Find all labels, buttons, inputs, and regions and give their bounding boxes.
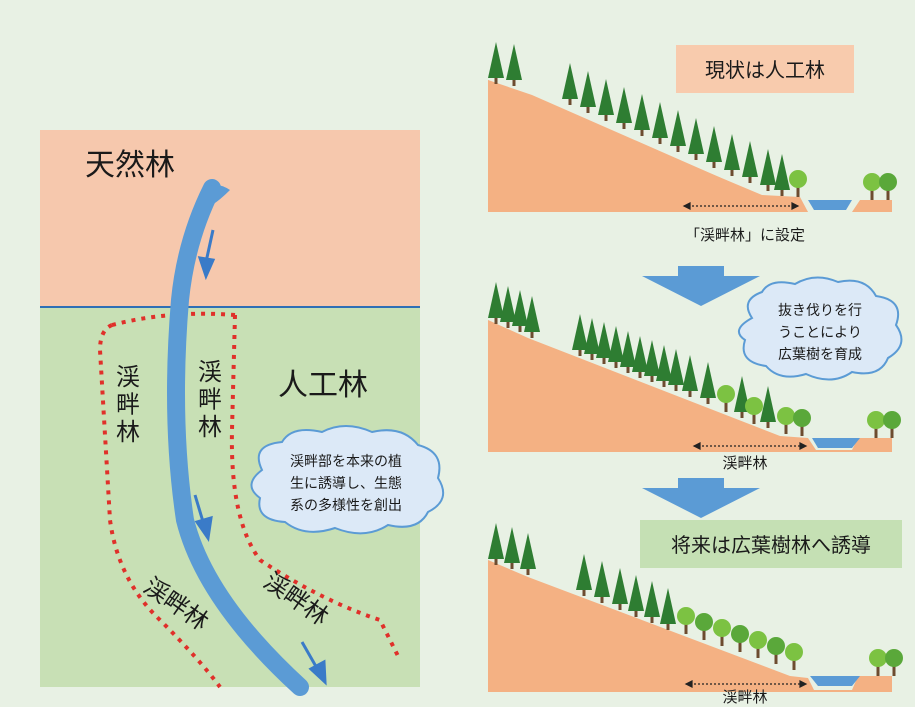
stage-thinning-stream (812, 438, 860, 448)
riparian-label-left: 渓畔林 (116, 363, 140, 446)
stage-thinning-cloud-line-1: 抜き伐りを行 (778, 303, 862, 319)
natural-forest-zone (40, 130, 420, 307)
stage-thinning-slope (488, 320, 892, 452)
stage-current-label-box (676, 45, 854, 93)
stage-future-slope (488, 560, 892, 692)
stage-future: 将来は広葉樹林へ誘導 渓畔林 (488, 520, 903, 706)
stage-future-extent (684, 680, 808, 688)
stage-current: 現状は人工林 「渓畔林」に設定 (488, 42, 897, 244)
stage-thinning-cloud: 抜き伐りを行 うことにより 広葉樹を育成 (737, 276, 903, 381)
riparian-boundary-left (97, 323, 222, 689)
stage-current-caption: 「渓畔林」に設定 (685, 226, 805, 244)
stage-current-extent (682, 202, 800, 210)
stage-thinning-cloud-line-2: うことにより (778, 325, 862, 341)
riparian-boundary-right (229, 314, 402, 661)
stage-future-caption: 渓畔林 (722, 688, 767, 706)
natural-forest-label: 天然林 (85, 148, 175, 183)
stage-current-stream (808, 200, 852, 210)
stage-future-label: 将来は広葉樹林へ誘導 (671, 533, 871, 557)
stage-current-slope-main (488, 80, 808, 212)
stage-arrow-2 (642, 478, 760, 518)
stage-future-stream (810, 676, 860, 686)
stage-current-label: 現状は人工林 (705, 58, 825, 82)
forest-map: 天然林 人工林 渓畔林 渓畔林 渓畔林 渓畔林 渓畔部を本来の植 生に誘導し、生… (40, 130, 445, 696)
riparian-label-center: 渓畔林 (198, 358, 222, 441)
map-cloud-callout: 渓畔部を本来の植 生に誘導し、生態 系の多様性を創出 (250, 425, 445, 535)
stage-thinning: 抜き伐りを行 うことにより 広葉樹を育成 渓畔林 (488, 276, 903, 472)
map-cloud-line-2: 生に誘導し、生態 (290, 476, 402, 492)
stage-future-label-box (640, 520, 902, 568)
river (167, 179, 309, 696)
planted-forest-label: 人工林 (278, 368, 368, 403)
river-flow-arrows (193, 229, 327, 686)
river-source (205, 185, 230, 205)
map-cloud-line-3: 系の多様性を創出 (290, 497, 402, 514)
stage-thinning-caption: 渓畔林 (722, 454, 767, 472)
stage-thinning-extent (692, 442, 808, 450)
stage-thinning-cloud-line-3: 広葉樹を育成 (778, 347, 862, 363)
stage-arrow-1 (642, 266, 760, 306)
map-cloud-line-1: 渓畔部を本来の植 (290, 454, 402, 470)
